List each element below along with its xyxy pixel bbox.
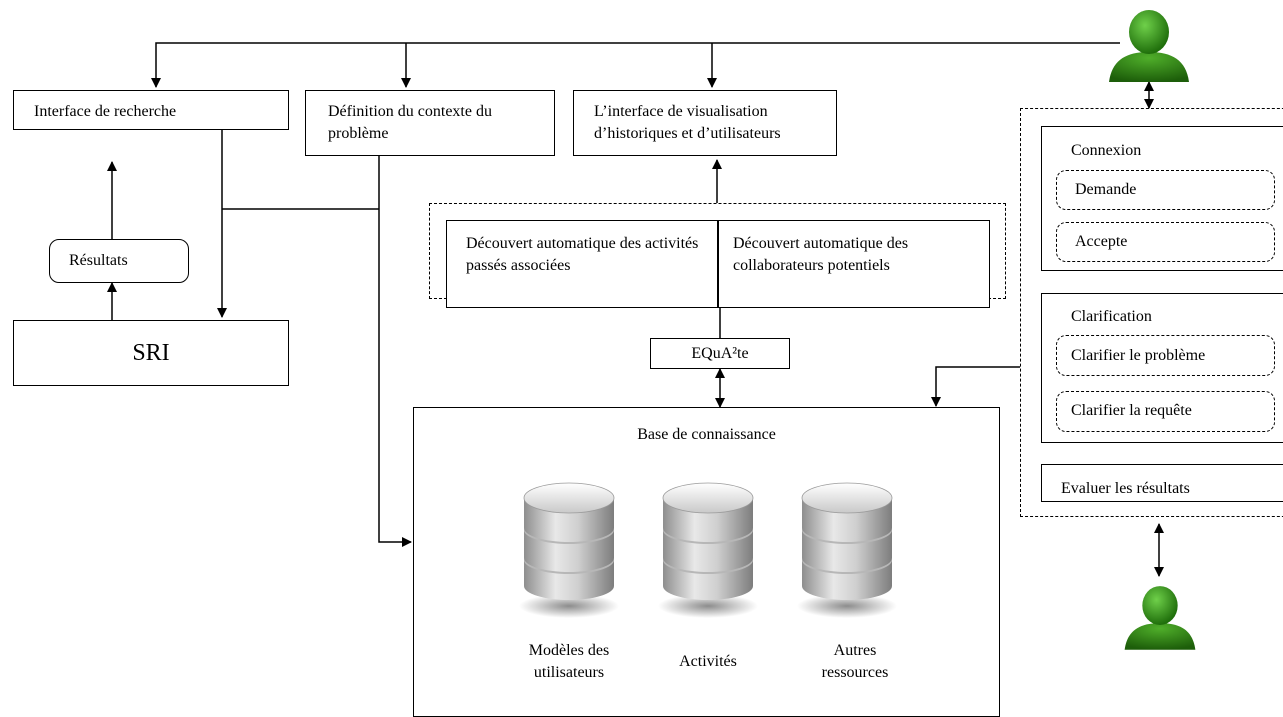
context-definition-box: Définition du contexte du problème [305, 90, 555, 156]
database-icon [657, 482, 759, 619]
evaluate-results-label: Evaluer les résultats [1061, 480, 1190, 497]
collaborators-discovery-label: Découvert automatique des collaborateurs… [733, 235, 909, 274]
evaluate-results-box: Evaluer les résultats [1041, 464, 1283, 502]
db-label-user-models: Modèles des utilisateurs [528, 642, 610, 681]
clarification-item-label: Clarifier le problème [1071, 347, 1206, 364]
database-icon [518, 482, 620, 619]
results-label: Résultats [69, 252, 128, 269]
connexion-item-accepte: Accepte [1056, 222, 1275, 262]
database-icon [796, 482, 898, 619]
user-icon [1124, 586, 1196, 650]
connexion-title: Connexion [1071, 142, 1142, 159]
visualization-interface-box: L’interface de visualisation d’historiqu… [573, 90, 837, 156]
interaction-panel [1020, 108, 1283, 517]
clarification-title: Clarification [1071, 308, 1152, 325]
collaborators-discovery-box: Découvert automatique des collaborateurs… [718, 220, 990, 308]
search-interface-label: Interface de recherche [34, 103, 177, 120]
clarification-item-problem: Clarifier le problème [1056, 335, 1275, 376]
clarification-item-label: Clarifier la requête [1071, 402, 1192, 419]
equate-label: EQuA²te [691, 345, 749, 362]
db-label-other-resources: Autres ressources [821, 642, 889, 681]
db-label-activities: Activités [679, 653, 737, 670]
equate-box: EQuA²te [650, 338, 790, 369]
past-activities-discovery-label: Découvert automatique des activités pass… [466, 235, 699, 274]
past-activities-discovery-box: Découvert automatique des activités pass… [446, 220, 718, 308]
knowledge-base-title: Base de connaissance [637, 426, 776, 443]
context-definition-label: Définition du contexte du problème [328, 103, 492, 142]
connexion-item-label: Accepte [1075, 233, 1128, 250]
sri-label: SRI [132, 340, 170, 366]
search-interface-box: Interface de recherche [13, 90, 289, 130]
results-box: Résultats [49, 239, 189, 283]
sri-box: SRI [13, 320, 289, 386]
visualization-interface-label: L’interface de visualisation d’historiqu… [594, 103, 781, 142]
clarification-box: Clarification [1041, 293, 1283, 443]
user-icon [1109, 10, 1189, 82]
connexion-box: Connexion [1041, 126, 1283, 271]
connexion-item-demande: Demande [1056, 170, 1275, 210]
connexion-item-label: Demande [1075, 181, 1137, 198]
clarification-item-query: Clarifier la requête [1056, 391, 1275, 432]
